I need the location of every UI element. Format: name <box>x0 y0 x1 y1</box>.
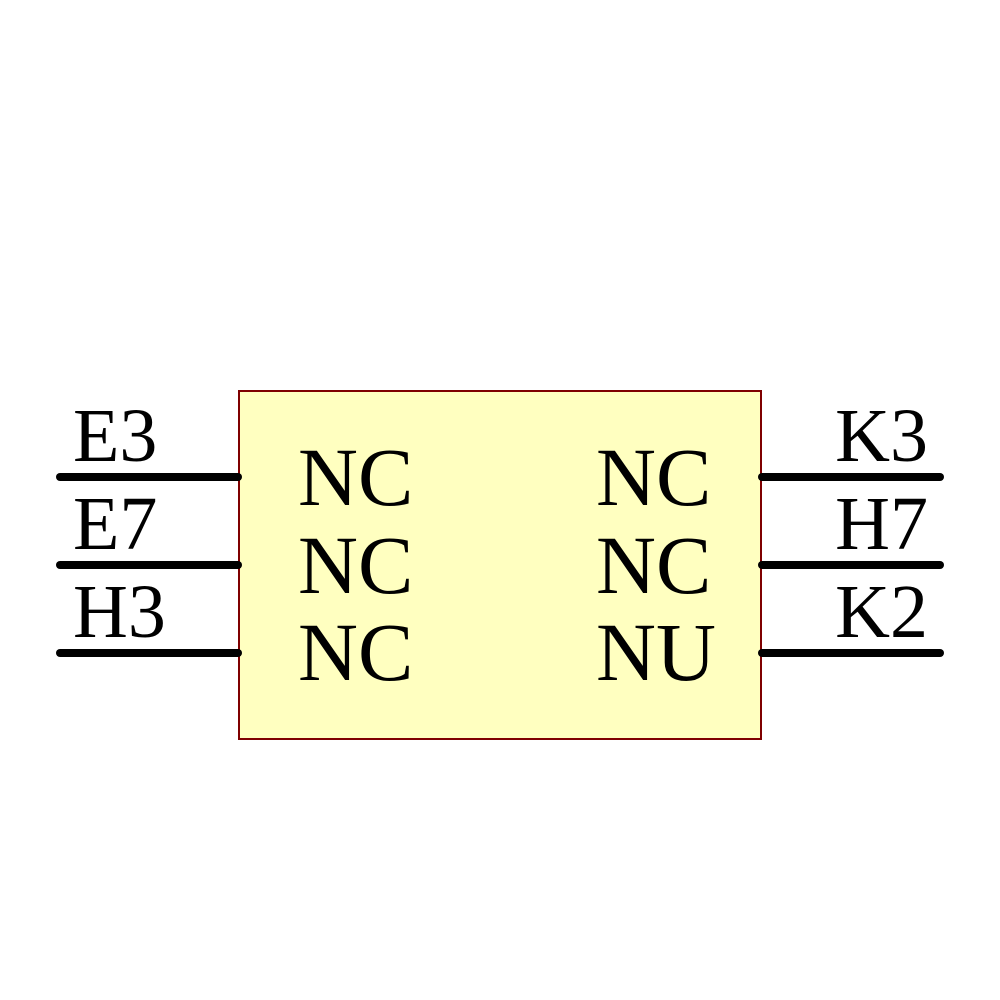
pin-name-right-1: NC <box>596 431 712 523</box>
pin-wire-e7 <box>56 561 242 569</box>
pin-number-right-1: K3 <box>835 394 928 478</box>
pin-number-left-1: E3 <box>73 394 158 478</box>
pin-number-right-2: H7 <box>835 482 928 566</box>
pin-number-right-3: K2 <box>835 570 928 654</box>
pin-name-right-2: NC <box>596 519 712 611</box>
pin-number-left-3: H3 <box>73 570 166 654</box>
pin-number-left-2: E7 <box>73 482 158 566</box>
component-body <box>238 390 762 740</box>
pin-wire-e3 <box>56 473 242 481</box>
pin-name-left-1: NC <box>298 431 414 523</box>
pin-wire-h7 <box>758 561 944 569</box>
pin-wire-k2 <box>758 649 944 657</box>
pin-name-left-3: NC <box>298 606 414 698</box>
pin-name-right-3: NU <box>596 606 716 698</box>
pin-wire-h3 <box>56 649 242 657</box>
pin-wire-k3 <box>758 473 944 481</box>
pin-name-left-2: NC <box>298 519 414 611</box>
